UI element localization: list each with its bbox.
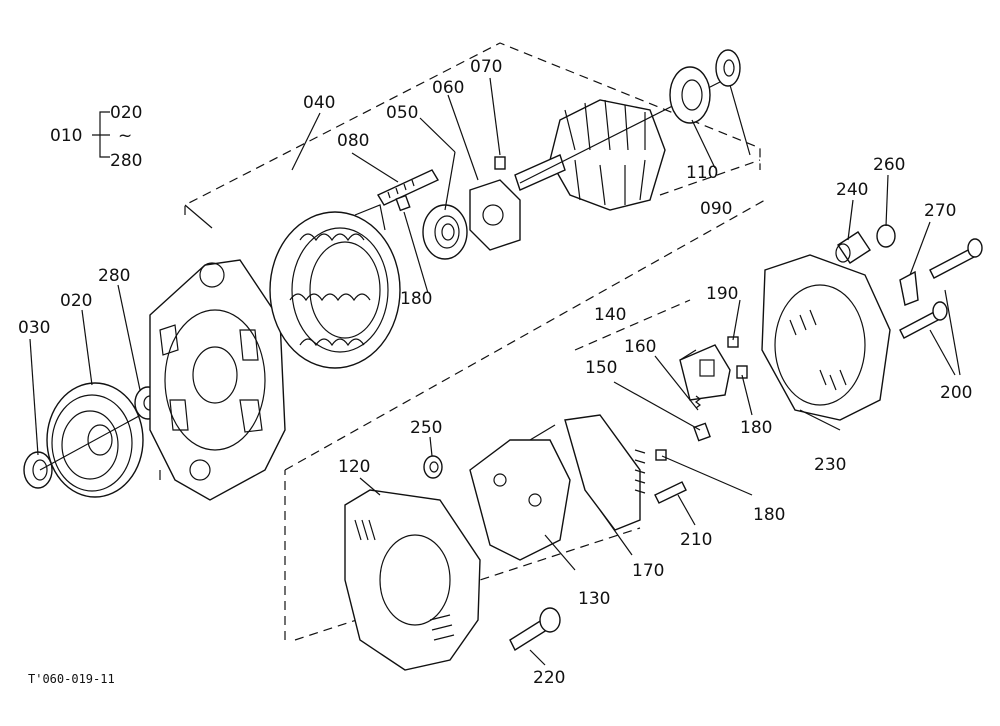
- bearing-050: [422, 204, 468, 260]
- label-210: 210: [680, 530, 712, 550]
- screw-070: [494, 156, 506, 170]
- label-140: 140: [594, 305, 626, 325]
- label-170: 170: [632, 561, 664, 581]
- label-120: 120: [338, 457, 370, 477]
- screw-180-rect: [655, 449, 667, 461]
- spring-160: [695, 395, 701, 409]
- label-060: 060: [432, 78, 464, 98]
- bolts-200: [899, 238, 983, 339]
- label-030: 030: [18, 318, 50, 338]
- leader-lines: [29, 77, 961, 666]
- label-200: 200: [940, 383, 972, 403]
- label-130: 130: [578, 589, 610, 609]
- part-labels: 010 020 ~ 280 030 020 280 040 080 050 06…: [18, 57, 972, 688]
- cap-260: [876, 224, 896, 248]
- label-040: 040: [303, 93, 335, 113]
- label-250: 250: [410, 418, 442, 438]
- retainer-plate-060: [469, 179, 521, 251]
- label-280: 280: [98, 266, 130, 286]
- cover-090: [715, 49, 741, 87]
- label-020-range-start: 020: [110, 103, 142, 123]
- assembly-boundary-lines: [184, 42, 766, 641]
- label-180-rect: 180: [753, 505, 785, 525]
- screw-180-holder: [736, 365, 748, 379]
- label-070: 070: [470, 57, 502, 77]
- screw-210: [654, 481, 687, 504]
- label-190: 190: [706, 284, 738, 304]
- pulley-020: [39, 382, 151, 498]
- bolt-220: [509, 607, 561, 652]
- regulator-170: [564, 414, 646, 531]
- label-110: 110: [686, 163, 718, 183]
- label-180-holder: 180: [740, 418, 772, 438]
- bushing-240: [835, 231, 871, 264]
- label-270: 270: [924, 201, 956, 221]
- label-260: 260: [873, 155, 905, 175]
- label-160: 160: [624, 337, 656, 357]
- rear-cover-230: [761, 254, 891, 421]
- rear-housing-120: [344, 489, 481, 671]
- label-150: 150: [585, 358, 617, 378]
- label-280-range-end: 280: [110, 151, 142, 171]
- lock-nut-030: [23, 451, 53, 489]
- label-180-stator: 180: [400, 289, 432, 309]
- rotor: [514, 81, 721, 211]
- label-020: 020: [60, 291, 92, 311]
- brush-150: [693, 422, 711, 442]
- label-050: 050: [386, 103, 418, 123]
- figure-code: T'060-019-11: [28, 672, 115, 686]
- label-220: 220: [533, 668, 565, 688]
- label-090: 090: [700, 199, 732, 219]
- label-080: 080: [337, 131, 369, 151]
- rectifier-130: [469, 424, 571, 561]
- front-housing: [149, 259, 286, 501]
- label-230: 230: [814, 455, 846, 475]
- stator: [269, 204, 401, 369]
- brush-holder-140: [679, 344, 731, 401]
- bushing-250: [423, 455, 443, 479]
- bolt-080: [376, 169, 440, 206]
- screw-180-stator: [395, 194, 411, 212]
- bearing-110: [669, 66, 711, 124]
- label-010: 010: [50, 126, 82, 146]
- label-240: 240: [836, 180, 868, 200]
- terminal-270: [899, 270, 919, 306]
- label-range-tilde: ~: [118, 126, 132, 146]
